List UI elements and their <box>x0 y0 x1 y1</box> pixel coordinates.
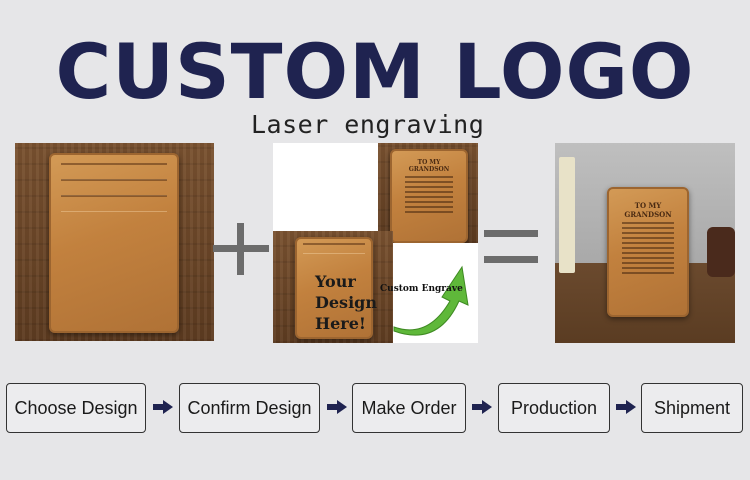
template-wallet <box>295 237 373 339</box>
step-confirm-design: Confirm Design <box>179 383 320 433</box>
arrow-right-icon <box>153 400 173 414</box>
custom-engrave-label: Custom Engrave <box>380 284 463 294</box>
page-subtitle: Laser engraving <box>251 110 485 139</box>
step-production: Production <box>498 383 610 433</box>
arrow-right-icon <box>472 400 492 414</box>
step-choose-design: Choose Design <box>6 383 146 433</box>
equals-icon <box>484 230 538 264</box>
template-wallet-photo: Your Design Here! <box>273 231 393 343</box>
design-composite: TO MY GRANDSON Your Design Here! <box>273 143 478 343</box>
step-make-order: Make Order <box>352 383 466 433</box>
template-placeholder-text: Your Design Here! <box>315 272 377 333</box>
page-title: CUSTOM LOGO <box>55 27 695 116</box>
engraved-sample-photo: TO MY GRANDSON <box>378 143 478 243</box>
final-engrave-heading: TO MY GRANDSON <box>624 201 672 219</box>
final-wallet-photo: TO MY GRANDSON <box>555 143 735 343</box>
final-engraved-wallet: TO MY GRANDSON <box>607 187 689 317</box>
curved-arrow-icon <box>393 265 469 336</box>
engrave-heading: TO MY GRANDSON <box>408 159 450 173</box>
engraved-sample-wallet: TO MY GRANDSON <box>390 149 468 243</box>
arrow-right-icon <box>327 400 347 414</box>
arrow-right-icon <box>616 400 636 414</box>
plus-icon <box>213 223 269 279</box>
plain-wallet-photo <box>15 143 214 341</box>
plain-wallet <box>49 153 179 333</box>
step-shipment: Shipment <box>641 383 743 433</box>
